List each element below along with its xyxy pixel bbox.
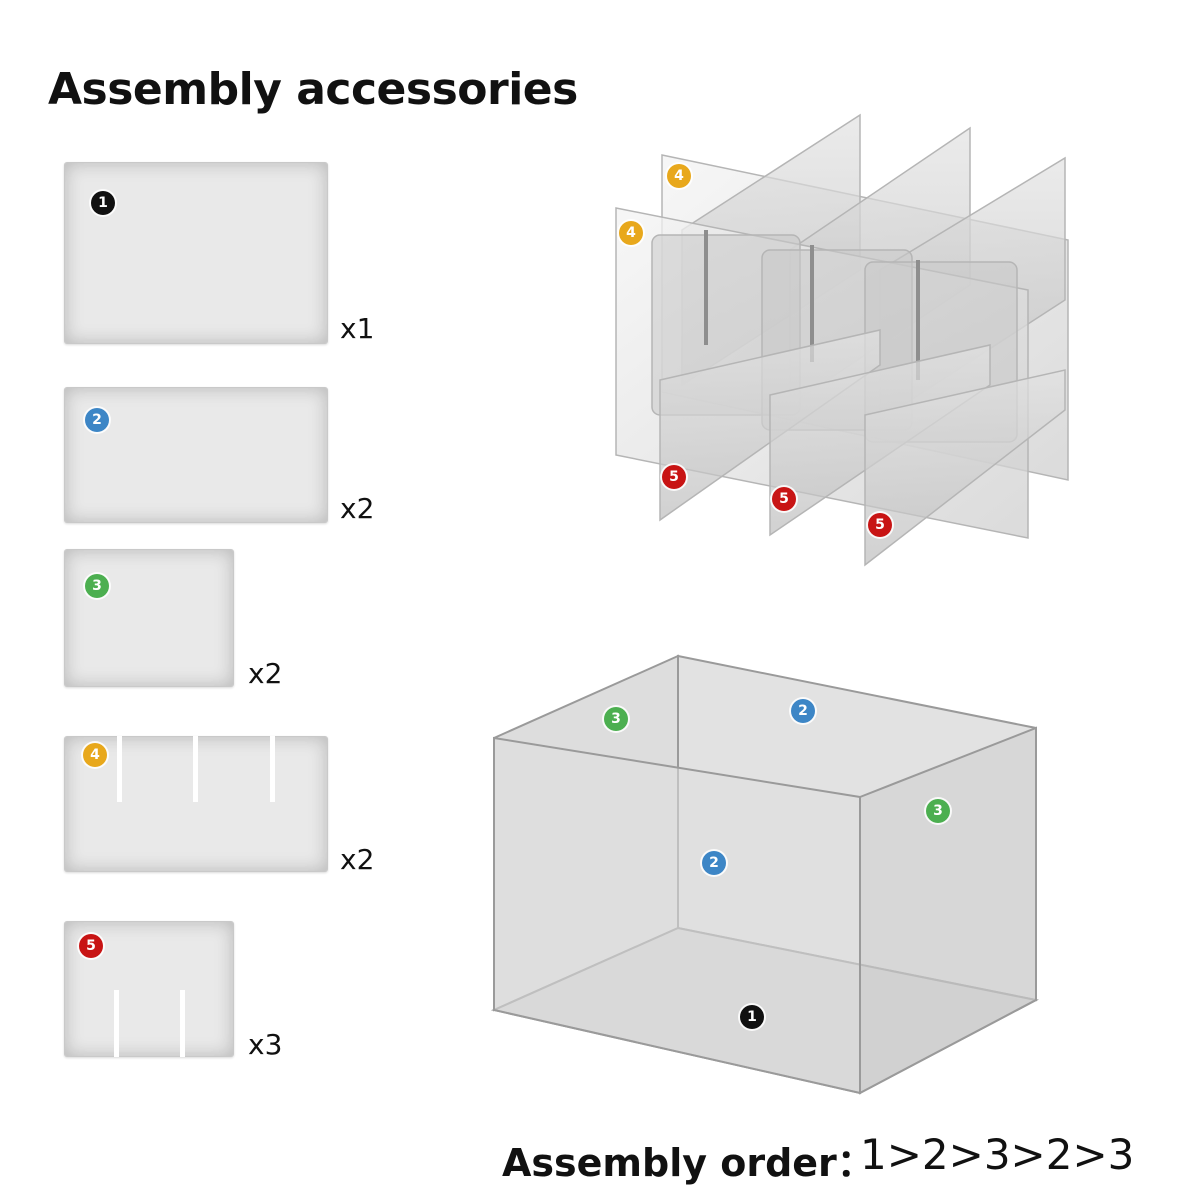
assembled-box-illustration [490,654,1039,1095]
cross-divider-3-bottom [864,369,1066,567]
box-badge-2-front: 2 [702,851,726,875]
piece-3-badge: 3 [85,574,109,598]
box-badge-1-bottom: 1 [740,1005,764,1029]
piece-4-quantity: x2 [340,843,375,876]
piece-4-badge: 4 [83,743,107,767]
piece-5-slot [180,990,185,1057]
box-badge-2-back: 2 [791,699,815,723]
piece-4-slot [193,736,198,802]
piece-4-slot [270,736,275,802]
piece-4-slot [117,736,122,802]
page-title: Assembly accessories [48,64,578,115]
piece-1-quantity: x1 [340,312,375,345]
piece-3-quantity: x2 [248,657,283,690]
piece-1-panel: 1 [64,162,328,344]
piece-2-panel: 2 [64,387,328,523]
grid-badge-4-front: 4 [619,221,643,245]
divider-grid-illustration [615,113,1069,567]
piece-5-quantity: x3 [248,1028,283,1061]
box-badge-3-right: 3 [926,799,950,823]
piece-3-panel: 3 [64,549,234,687]
box-badge-3-left: 3 [604,707,628,731]
grid-badge-5-right: 5 [868,513,892,537]
piece-5-badge: 5 [79,934,103,958]
piece-5-panel: 5 [64,921,234,1057]
grid-badge-5-middle: 5 [772,487,796,511]
piece-5-slot [114,990,119,1057]
box-front [493,736,861,1095]
grid-badge-5-left: 5 [662,465,686,489]
piece-2-badge: 2 [85,408,109,432]
assembly-order-value: 1>2>3>2>3 [860,1130,1135,1179]
grid-badge-4-back: 4 [667,164,691,188]
piece-2-quantity: x2 [340,492,375,525]
piece-4-panel: 4 [64,736,328,872]
assembly-order-label: Assembly order： [502,1141,875,1185]
box-right [859,726,1037,1095]
piece-1-badge: 1 [91,191,115,215]
